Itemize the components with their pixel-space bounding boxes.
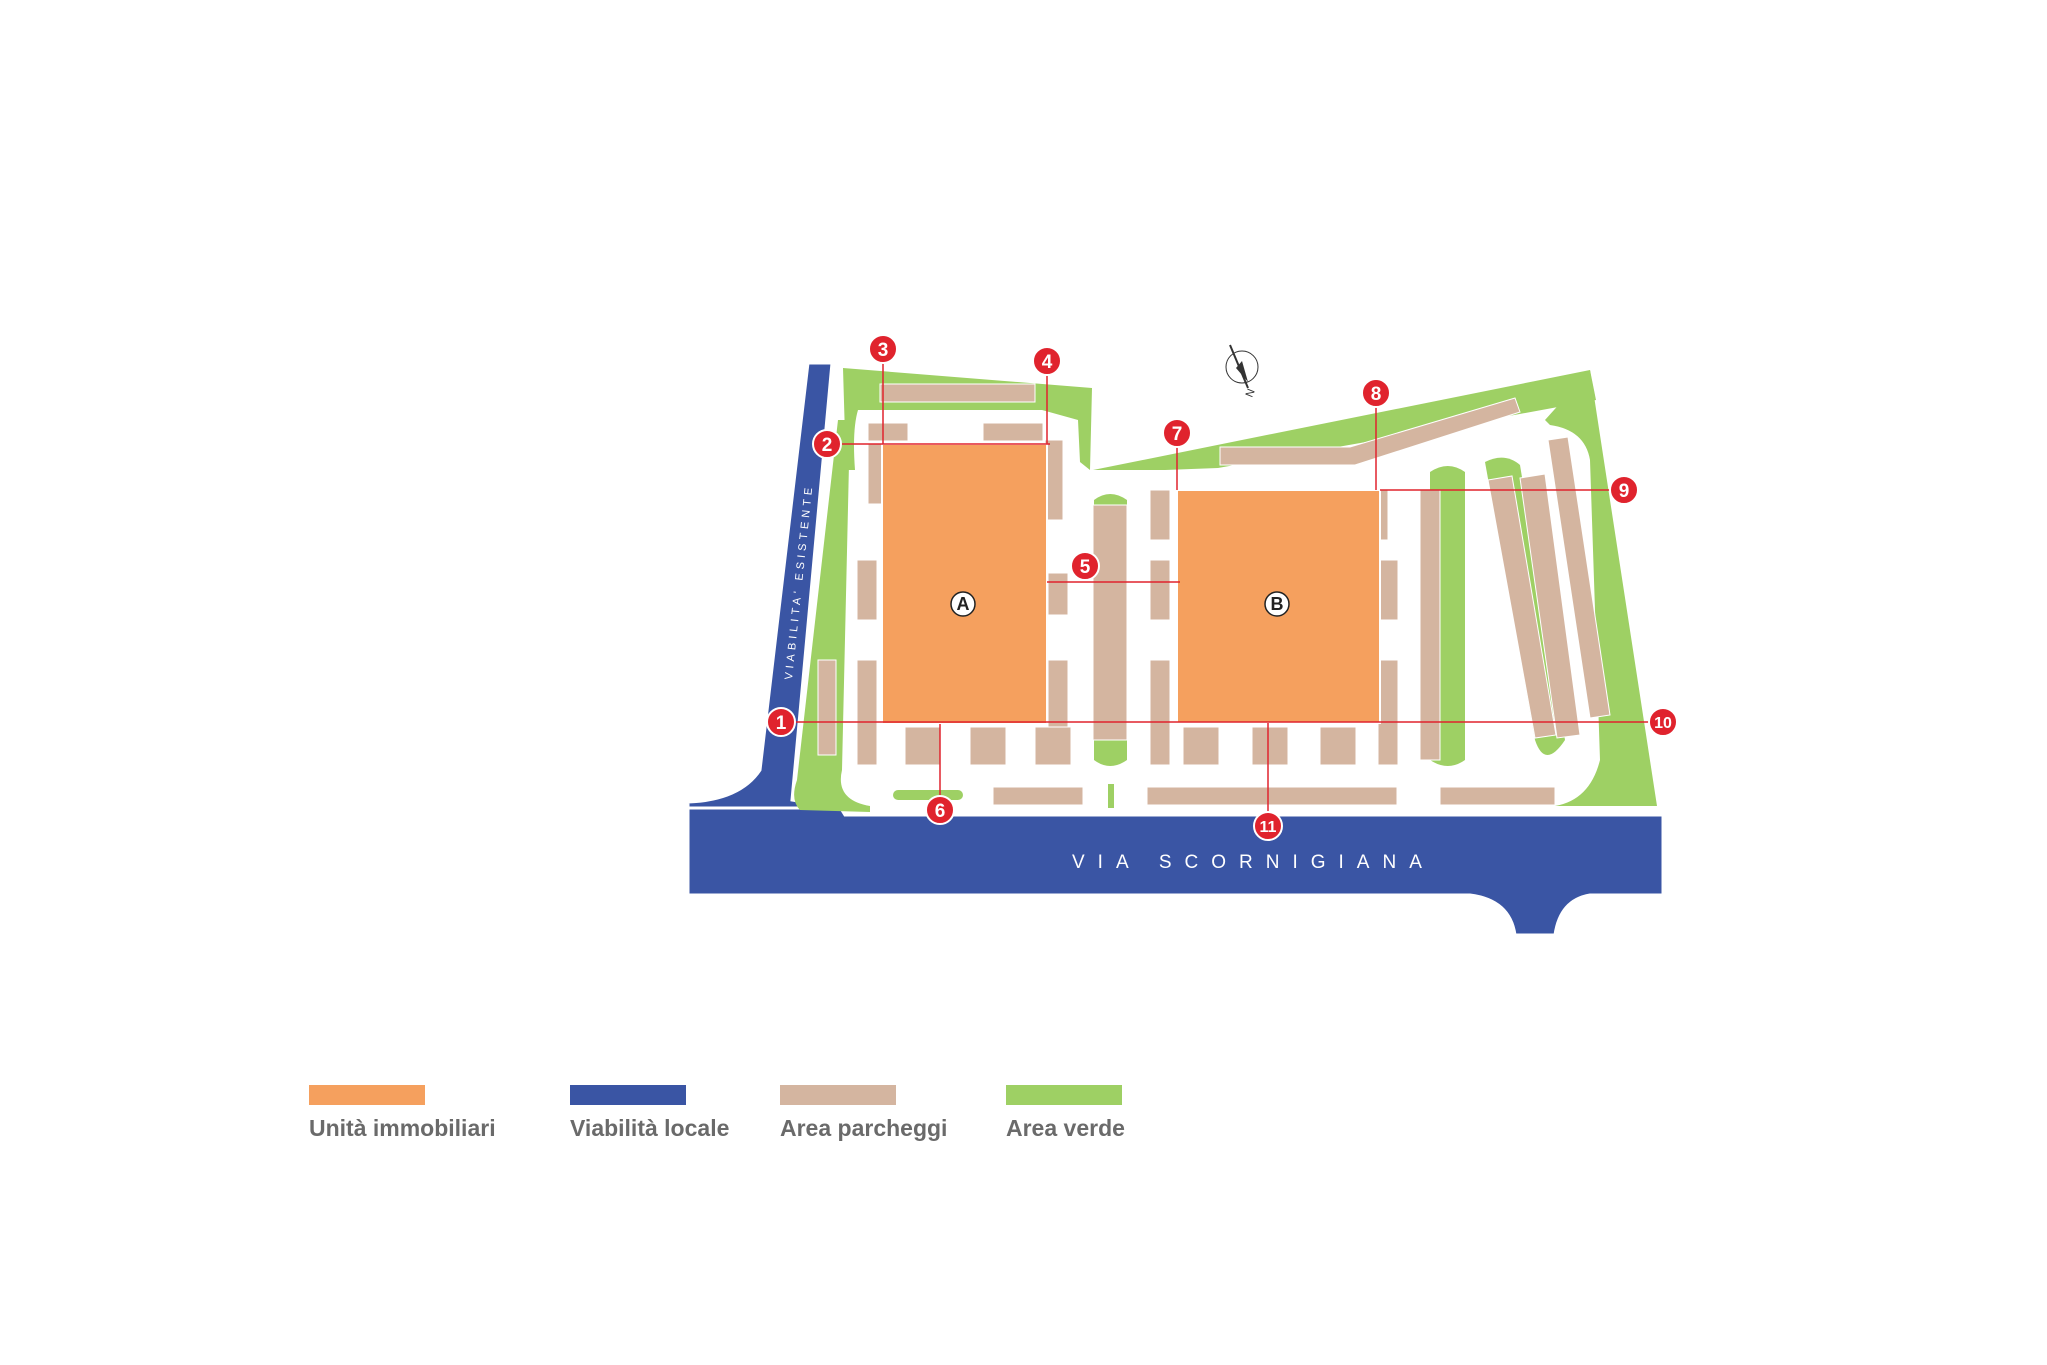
svg-text:9: 9 — [1619, 481, 1630, 502]
legend-label-units: Unità immobiliari — [309, 1115, 496, 1141]
svg-text:2: 2 — [822, 435, 833, 456]
parking-south-road-3 — [1439, 786, 1556, 806]
legend-item-roads: Viabilità locale — [570, 1085, 729, 1142]
legend-swatch-parking — [780, 1085, 896, 1105]
legend-swatch-units — [309, 1085, 425, 1105]
green-area-north-b — [1093, 370, 1596, 470]
svg-text:4: 4 — [1042, 352, 1053, 373]
parking-east-a2 — [1047, 572, 1069, 616]
parking-south-road-2 — [1146, 786, 1398, 806]
parking-west-a1 — [867, 443, 883, 505]
marker-3[interactable]: 3 — [868, 334, 898, 364]
green-area-east — [1545, 370, 1657, 806]
marker-11[interactable]: 11 — [1253, 811, 1283, 841]
buildings: A B — [881, 443, 1381, 725]
svg-text:8: 8 — [1371, 384, 1382, 405]
marker-1[interactable]: 1 — [766, 707, 796, 737]
marker-9[interactable]: 9 — [1609, 475, 1639, 505]
marker-7[interactable]: 7 — [1162, 418, 1192, 448]
parking-diag-1 — [1487, 475, 1557, 739]
parking-north-a1 — [879, 383, 1036, 403]
section-markers: 1 2 3 4 5 6 7 8 — [766, 334, 1678, 841]
parking-col-1 — [1419, 489, 1441, 761]
parking-south-a1 — [904, 726, 942, 766]
svg-text:7: 7 — [1172, 424, 1183, 445]
parking-south-a2 — [969, 726, 1007, 766]
legend-label-parking: Area parcheggi — [780, 1115, 948, 1141]
legend-swatch-green — [1006, 1085, 1122, 1105]
green-strip-south-a — [893, 790, 963, 800]
marker-10[interactable]: 10 — [1648, 707, 1678, 737]
parking-south-b1 — [1182, 726, 1220, 766]
marker-4[interactable]: 4 — [1032, 346, 1062, 376]
building-b-label-circle — [1264, 591, 1290, 617]
main-road-label: VIA SCORNIGIANA — [1072, 852, 1435, 873]
parking-west-b1 — [1149, 489, 1171, 541]
parking-west-a3 — [856, 659, 878, 766]
green-strip-south-b — [1108, 784, 1114, 808]
building-a-label-circle — [950, 591, 976, 617]
main-road — [686, 805, 1665, 937]
svg-text:5: 5 — [1080, 557, 1091, 578]
parking-areas — [817, 383, 1611, 806]
legend-item-units: Unità immobiliari — [309, 1085, 496, 1142]
legend-item-parking: Area parcheggi — [780, 1085, 947, 1142]
parking-north-a3 — [982, 422, 1044, 442]
legend-label-roads: Viabilità locale — [570, 1115, 730, 1141]
marker-8[interactable]: 8 — [1361, 378, 1391, 408]
parking-west-b2 — [1149, 559, 1171, 621]
svg-text:10: 10 — [1654, 715, 1672, 732]
parking-west-a4 — [817, 659, 837, 756]
parking-north-a2 — [867, 422, 909, 442]
parking-diag-3 — [1547, 436, 1611, 719]
legend-swatch-roads — [570, 1085, 686, 1105]
svg-text:6: 6 — [935, 801, 946, 822]
svg-text:3: 3 — [878, 340, 889, 361]
parking-west-a2 — [856, 559, 878, 621]
parking-south-a3 — [1034, 726, 1072, 766]
building-b-label: B — [1271, 594, 1284, 614]
green-area-west — [794, 420, 870, 812]
parking-south-road-1 — [992, 786, 1084, 806]
svg-text:11: 11 — [1260, 819, 1277, 836]
marker-5[interactable]: 5 — [1070, 551, 1100, 581]
parking-north-b — [1219, 397, 1521, 466]
parking-south-b2 — [1251, 726, 1289, 766]
building-a-label: A — [957, 594, 970, 614]
legend-label-green: Area verde — [1006, 1115, 1125, 1141]
svg-text:1: 1 — [776, 713, 787, 734]
marker-2[interactable]: 2 — [812, 429, 842, 459]
parking-south-b3 — [1319, 726, 1357, 766]
marker-6[interactable]: 6 — [925, 795, 955, 825]
north-label: N — [1244, 387, 1258, 399]
legend-item-green: Area verde — [1006, 1085, 1125, 1142]
map-legend: Unità immobiliari Viabilità locale Area … — [0, 1085, 2047, 1165]
north-arrow: N — [1225, 344, 1259, 399]
parking-diag-2 — [1519, 473, 1581, 739]
parking-west-b3 — [1149, 659, 1171, 766]
parking-central — [1092, 504, 1128, 741]
building-a[interactable] — [881, 443, 1048, 725]
